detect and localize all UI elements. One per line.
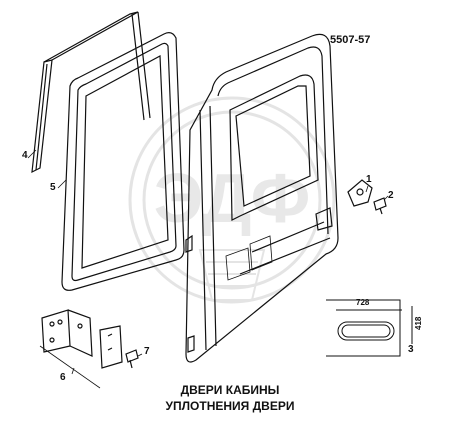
callout-7: 7 [144,346,150,357]
part-7-screw [125,349,139,369]
callout-1: 1 [366,174,372,185]
callout-2: 2 [388,190,394,201]
drawing-code: 5507-57 [330,34,371,46]
part-6-hinge-brackets [41,309,123,369]
callout-5: 5 [50,182,56,193]
callout-3: 3 [408,344,414,355]
part-1-bracket [347,179,373,207]
part-5-window-seal [61,32,185,291]
door-assembly [185,33,339,363]
callout-6: 6 [60,372,66,383]
leader-lines [27,149,389,389]
dimension-height: 418 [414,316,423,330]
callout-4: 4 [22,150,28,161]
caption-line-2: УПЛОТНЕНИЯ ДВЕРИ [165,399,295,413]
dimension-width: 728 [356,298,370,307]
part-3-detail-box [326,299,413,357]
part-4-seal-strip [31,11,151,174]
caption-line-1: ДВЕРИ КАБИНЫ [180,383,280,397]
part-2-screw [373,197,387,215]
